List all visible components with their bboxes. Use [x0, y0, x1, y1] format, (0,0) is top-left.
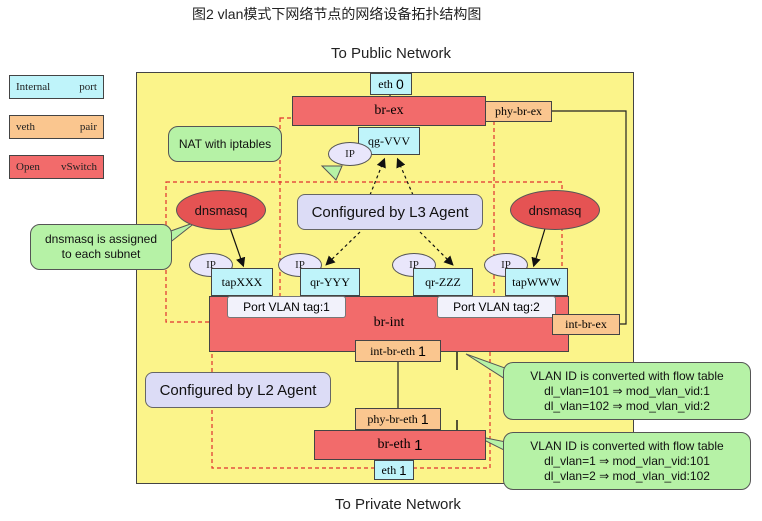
tapxxx-port: tapXXX [211, 268, 273, 296]
qr-zzz-port: qr-ZZZ [413, 268, 473, 296]
ip-badge: IP [189, 253, 233, 277]
port-vlan-tag-1: Port VLAN tag:1 [227, 296, 346, 318]
vlan-callout-br-int: VLAN ID is converted with flow table dl_… [503, 362, 751, 420]
callout-text: dnsmasq is assigned [44, 232, 158, 246]
br-eth1-bridge: br-eth 1 [314, 430, 486, 460]
bridge-label: br-eth [377, 437, 411, 452]
callout-text: dl_vlan=101 ⇒ mod_vlan_vid:1 [544, 383, 710, 398]
callout-text: dl_vlan=1 ⇒ mod_vlan_vid:101 [544, 453, 710, 468]
legend-open-vswitch: Open vSwitch [9, 155, 104, 179]
port-number: 1 [420, 411, 429, 427]
port-label: int-br-eth [370, 343, 416, 358]
public-network-label: To Public Network [331, 45, 452, 62]
br-ex-bridge: br-ex [292, 96, 486, 126]
callout-text: VLAN ID is converted with flow table [530, 438, 724, 453]
qr-yyy-port: qr-YYY [300, 268, 360, 296]
int-br-ex-port: int-br-ex [552, 314, 620, 335]
int-br-eth1-port: int-br-eth 1 [355, 340, 441, 362]
legend-veth-pair: veth pair [9, 115, 104, 139]
legend-label: veth [16, 121, 35, 133]
eth0-port: eth 0 [370, 73, 412, 95]
port-label: phy-br-eth [367, 411, 418, 426]
phy-br-eth1-port: phy-br-eth 1 [355, 408, 441, 430]
l3-agent-label: Configured by L3 Agent [297, 194, 483, 230]
port-number: 1 [399, 462, 407, 478]
figure-title: 图2 vlan模式下网络节点的网络设备拓扑结构图 [192, 6, 482, 22]
callout-text: dl_vlan=2 ⇒ mod_vlan_vid:102 [544, 468, 710, 483]
nat-callout: NAT with iptables [168, 126, 282, 162]
vlan-callout-br-eth1: VLAN ID is converted with flow table dl_… [503, 432, 751, 490]
callout-text: dl_vlan=102 ⇒ mod_vlan_vid:2 [544, 398, 710, 413]
dnsmasq-right: dnsmasq [510, 190, 600, 230]
port-label: eth [378, 76, 393, 91]
dnsmasq-callout: dnsmasq is assigned to each subnet [30, 224, 172, 270]
l2-agent-label: Configured by L2 Agent [145, 372, 331, 408]
legend-internal-port: Internal port [9, 75, 104, 99]
port-number: 0 [395, 76, 404, 92]
callout-text: VLAN ID is converted with flow table [530, 368, 724, 383]
bridge-number: 1 [414, 436, 423, 454]
port-vlan-tag-2: Port VLAN tag:2 [437, 296, 556, 318]
tapwww-port: tapWWW [505, 268, 568, 296]
legend-label: port [79, 81, 97, 93]
legend-label: Open [16, 161, 40, 173]
port-label: eth [381, 462, 397, 477]
private-network-label: To Private Network [335, 496, 461, 513]
bridge-label: br-int [373, 315, 405, 330]
port-number: 1 [418, 343, 426, 359]
phy-br-ex-port: phy-br-ex [485, 101, 552, 122]
callout-text: to each subnet [61, 247, 141, 261]
legend-label: vSwitch [60, 161, 97, 173]
dnsmasq-left: dnsmasq [176, 190, 266, 230]
legend-label: Internal [16, 81, 51, 93]
legend-label: pair [79, 121, 97, 133]
callout-text: NAT with iptables [178, 136, 272, 151]
ip-badge: IP [328, 142, 372, 166]
eth1-port: eth 1 [374, 460, 414, 480]
